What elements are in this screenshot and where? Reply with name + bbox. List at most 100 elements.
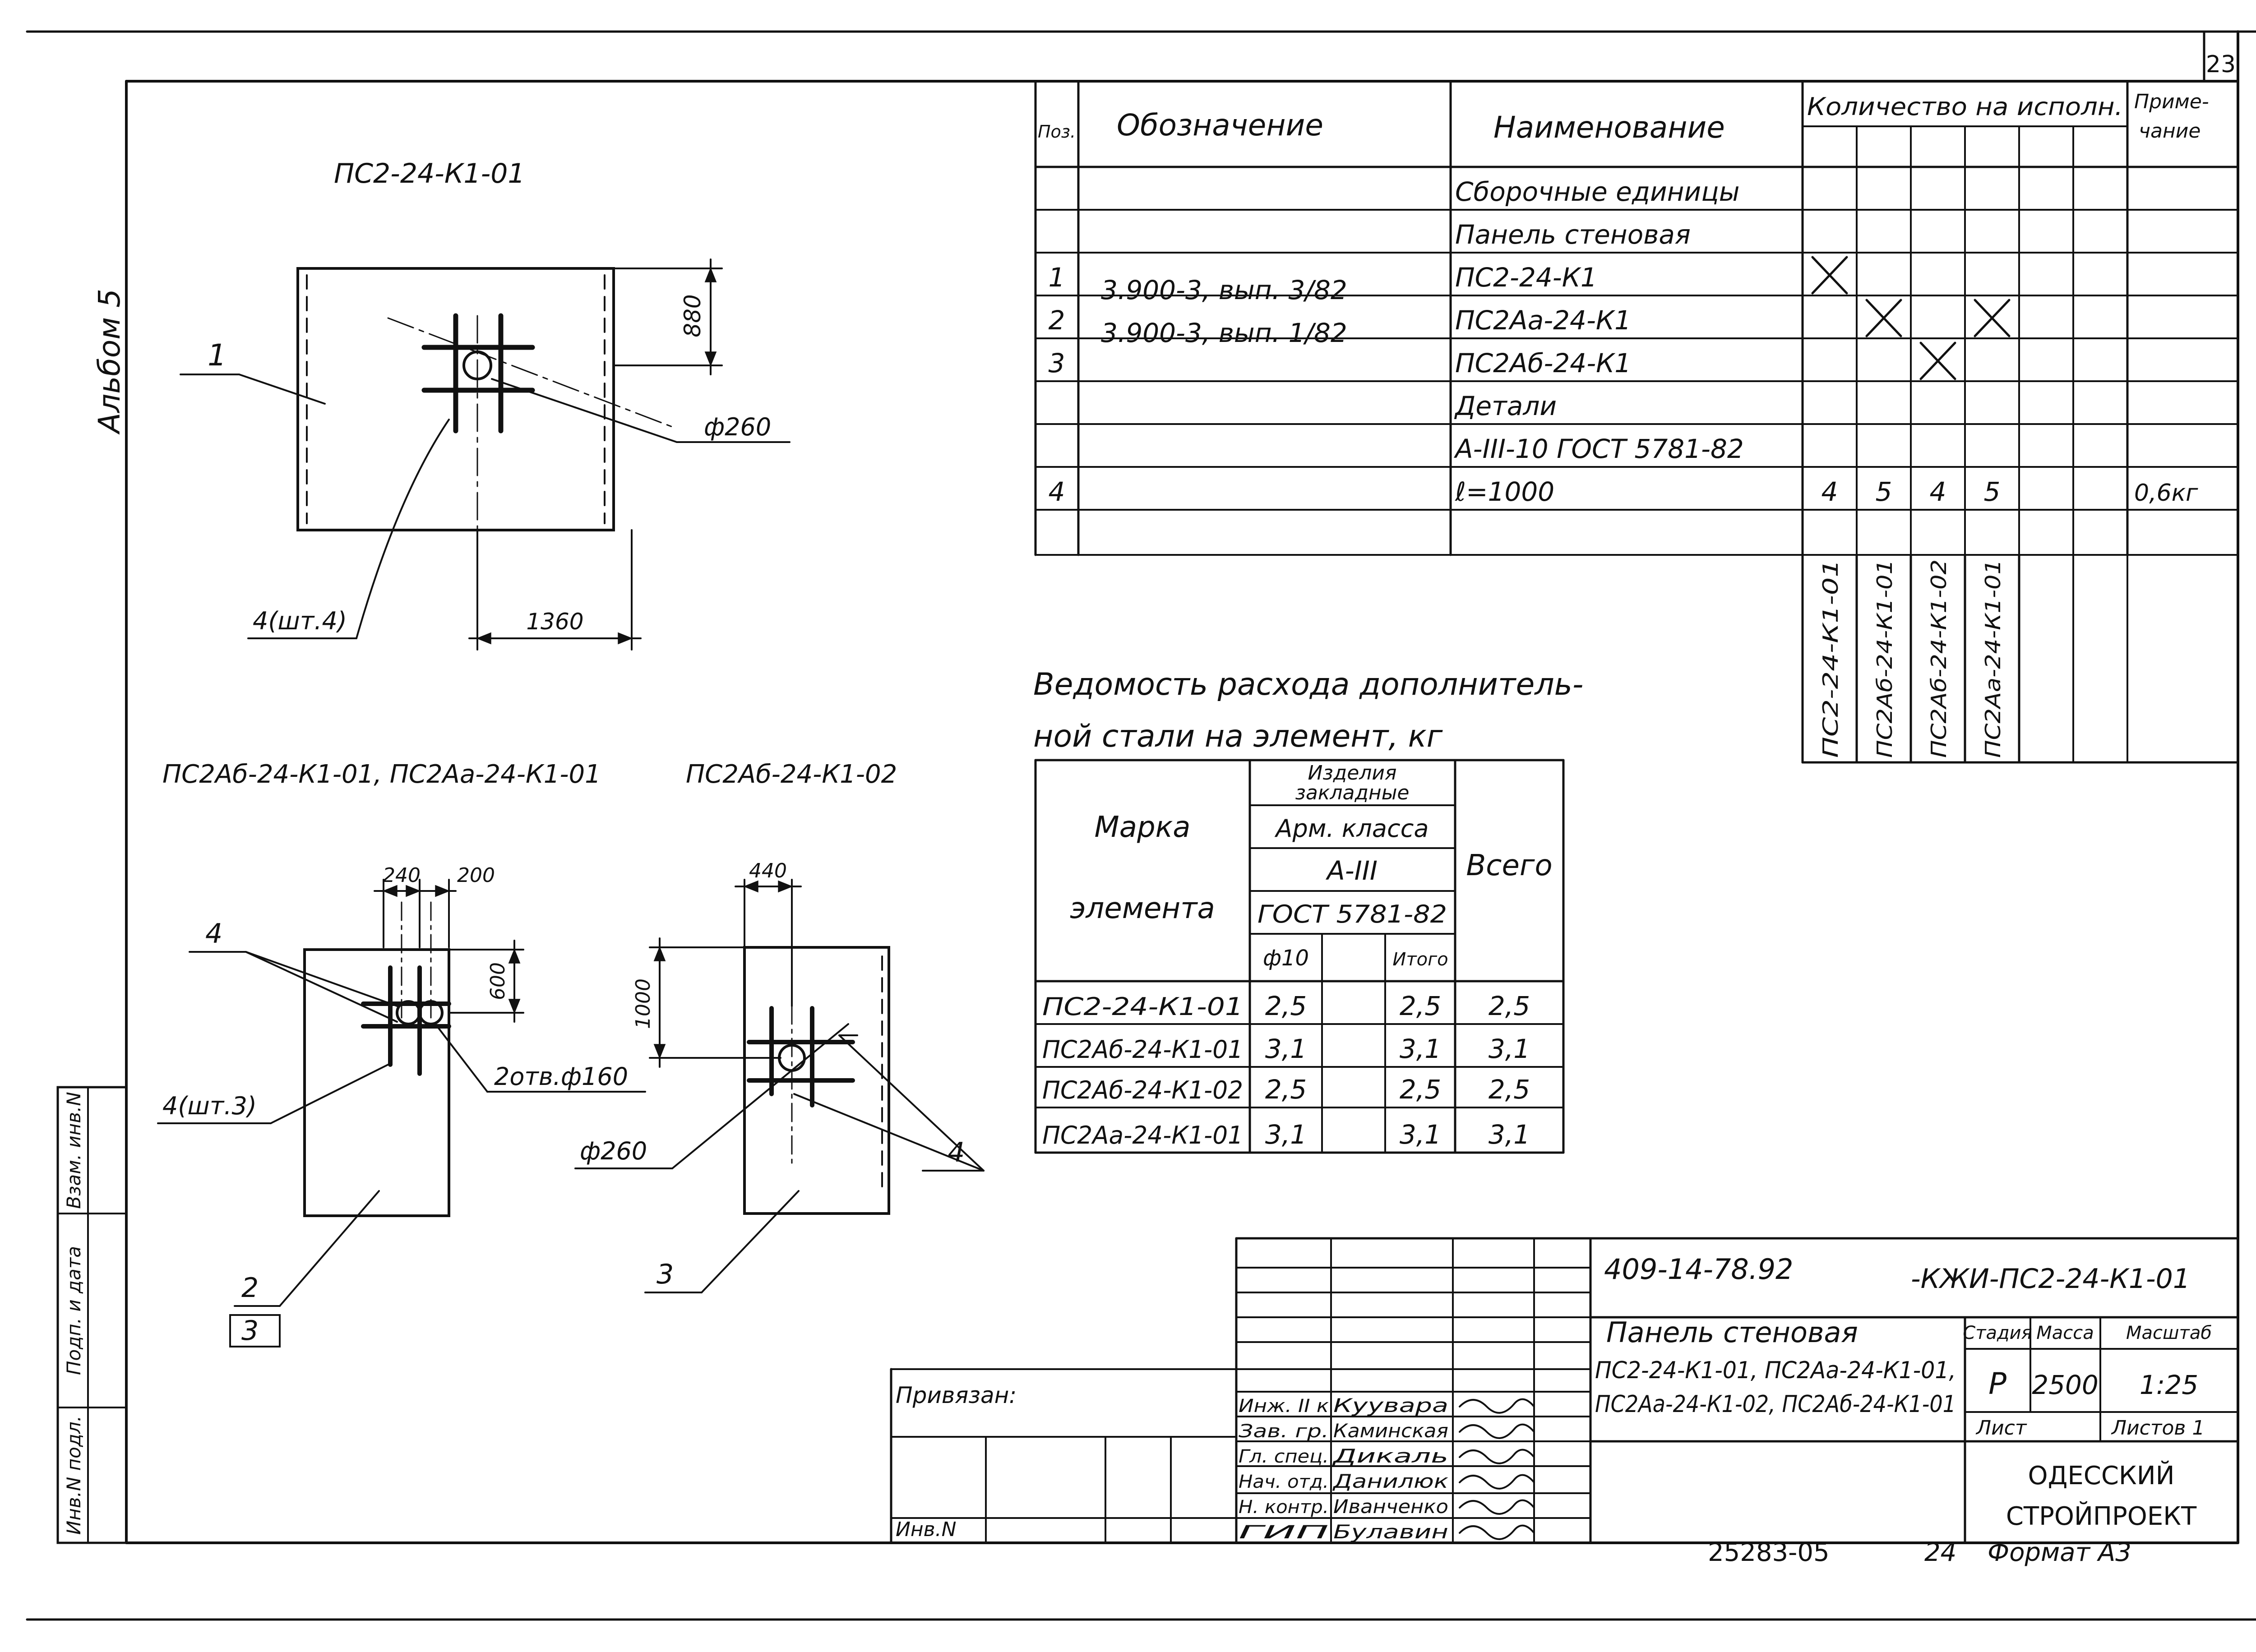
staff-signature (1459, 1449, 1535, 1464)
org-name: ОДЕССКИЙ (2028, 1461, 2175, 1490)
steel-header-gost: ГОСТ 5781-82 (1257, 900, 1447, 928)
bottom-code: 25283-05 (1708, 1538, 1830, 1567)
doc-code-left: 409-14-78.92 (1604, 1253, 1793, 1286)
view1-hole-d260: ф260 (704, 413, 771, 441)
arrowhead (435, 885, 450, 897)
steel-row-vsego: 2,5 (1489, 1074, 1530, 1105)
inv-label: Инв.N (896, 1518, 957, 1541)
arrowhead (778, 880, 793, 893)
side-stamp-replace-label: Взам. инв.N (63, 1092, 85, 1209)
arrowhead (704, 267, 717, 282)
stage-value: Р (1988, 1366, 2006, 1401)
view1-leader (356, 419, 450, 639)
staff-name: Данилюк (1332, 1470, 1448, 1492)
view2-holes-label: 2отв.ф160 (494, 1062, 628, 1091)
steel-caption: Ведомость расхода дополнитель- (1033, 667, 1583, 702)
sheets-label: Листов 1 (2111, 1417, 2205, 1440)
steel-row-itogo: 2,5 (1400, 991, 1441, 1021)
spec-row-name: А-III-10 ГОСТ 5781-82 (1453, 434, 1744, 464)
spec-header-designation: Обозначение (1117, 108, 1323, 143)
sheet-label: Лист (1975, 1417, 2027, 1440)
steel-row-d10: 2,5 (1265, 1074, 1307, 1105)
staff-signature (1459, 1524, 1535, 1540)
steel-row-d10: 3,1 (1265, 1034, 1307, 1064)
view2-dim-200: 200 (457, 864, 495, 887)
steel-header-mark: элемента (1070, 892, 1215, 925)
format-label: Формат А3 (1988, 1538, 2131, 1567)
view1-callout-4: 4(шт.4) (253, 607, 347, 635)
staff-name: Каминская (1333, 1420, 1448, 1442)
view3-hole-d260: ф260 (580, 1137, 647, 1165)
spec-header-name: Наименование (1493, 110, 1725, 145)
staff-signature (1459, 1474, 1535, 1490)
spec-row-designation: 3.900-3, вып. 3/82 (1101, 275, 1347, 305)
view1-hole-axis (387, 317, 678, 429)
view2-title: ПС2Аб-24-К1-01, ПС2Аа-24-К1-01 (162, 760, 601, 789)
view1-leader (238, 374, 326, 405)
view1-panel-outline (296, 267, 615, 531)
spec-row-name: ПС2-24-К1 (1455, 262, 1597, 293)
view2-panel-outline (303, 948, 450, 1217)
spec-row-name: Сборочные единицы (1455, 176, 1740, 207)
staff-signature (1459, 1398, 1535, 1414)
spec-row-name: Детали (1454, 391, 1557, 421)
spec-header-pos: Поз. (1038, 122, 1076, 142)
view3-title: ПС2Аб-24-К1-02 (686, 760, 897, 789)
view2-leader (245, 951, 398, 1023)
staff-role: Нач. отд. (1239, 1472, 1329, 1492)
arrowhead (406, 885, 421, 897)
mass-label: Масса (2036, 1323, 2094, 1343)
spec-header-note: Приме- (2134, 90, 2209, 113)
staff-name: Дикаль (1332, 1445, 1448, 1467)
view1-hole (462, 351, 492, 380)
staff-signature (1459, 1499, 1535, 1515)
spec-row-pos: 1 (1049, 262, 1065, 293)
view3-dim-1000: 1000 (632, 978, 655, 1029)
view3-leader (671, 1023, 849, 1169)
spec-variant-label: ПС2Аб-24-К1-02 (1927, 559, 1951, 758)
staff-role: Зав. гр. (1239, 1421, 1329, 1442)
arrowhead (508, 948, 521, 964)
side-stamp (56, 1086, 128, 1544)
scale-label: Масштаб (2126, 1323, 2212, 1343)
mass-value: 2500 (2032, 1370, 2099, 1400)
view2-callout-box (229, 1314, 281, 1347)
doc-code-right: -КЖИ-ПС2-24-К1-01 (1911, 1263, 2190, 1295)
view2-leader (279, 1190, 380, 1307)
spec-row-qty: 4 (1930, 476, 1946, 507)
view3-leader (701, 1190, 800, 1293)
spec-row-name: ПС2Аб-24-К1 (1455, 348, 1631, 378)
steel-header-all: Всего (1466, 849, 1552, 882)
spec-header-quantity: Количество на исполн. (1807, 92, 2123, 121)
steel-row-itogo: 2,5 (1400, 1074, 1441, 1105)
spec-row-name: ПС2Аа-24-К1 (1455, 305, 1631, 336)
view3-leader (838, 1034, 985, 1172)
steel-row-mark: ПС2Аа-24-К1-01 (1042, 1121, 1243, 1149)
view2-leader (270, 1064, 389, 1124)
spec-qty-mark (1811, 256, 1848, 295)
steel-header-class: Арм. класса (1275, 814, 1429, 843)
view1-callout-1: 1 (208, 338, 227, 373)
spec-row-note: 0,6кг (2134, 480, 2198, 507)
view1-title: ПС2-24-К1-01 (334, 158, 525, 189)
steel-row-d10: 2,5 (1265, 991, 1307, 1021)
arrowhead (653, 946, 666, 961)
steel-row-mark: ПС2-24-К1-01 (1042, 992, 1243, 1021)
view2-callout-3: 3 (241, 1315, 259, 1347)
view2-callout-4-3: 4(шт.3) (162, 1092, 257, 1120)
steel-header-d10: ф10 (1263, 946, 1309, 971)
steel-header-embedded: Изделия (1308, 761, 1397, 784)
spec-row-qty: 5 (1876, 476, 1892, 507)
doc-name: Панель стеновая (1606, 1316, 1858, 1349)
steel-header-grade: А-III (1325, 855, 1378, 886)
spec-header-note: чание (2139, 120, 2201, 143)
bound-label: Привязан: (896, 1382, 1017, 1408)
steel-row-mark: ПС2Аб-24-К1-01 (1042, 1035, 1243, 1064)
steel-caption: ной стали на элемент, кг (1033, 719, 1443, 754)
steel-row-mark: ПС2Аб-24-К1-02 (1042, 1076, 1243, 1104)
view1-leader (491, 378, 678, 443)
view2-dim-600: 600 (486, 962, 509, 1000)
arrowhead (653, 1044, 666, 1059)
